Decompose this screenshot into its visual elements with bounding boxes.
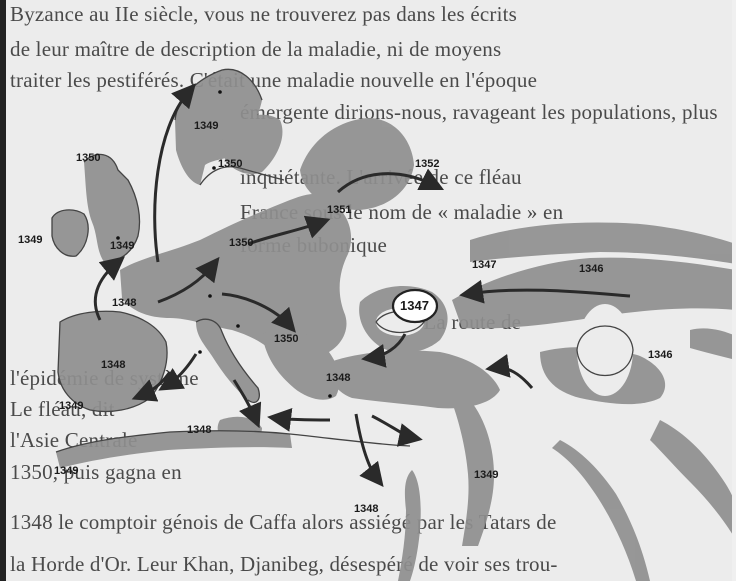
arrow-steppe-to-caffa xyxy=(459,279,631,304)
region-nile xyxy=(398,470,421,581)
year-caffa-east: 1347 xyxy=(472,259,497,271)
year-central: 1350 xyxy=(274,333,299,345)
city-dot xyxy=(376,360,380,364)
spread-arrows xyxy=(93,83,631,488)
arrow-sardinia xyxy=(131,371,172,402)
year-steppe: 1346 xyxy=(579,263,604,275)
city-dot xyxy=(212,166,216,170)
region-sweden xyxy=(222,114,283,175)
region-ireland xyxy=(52,209,89,257)
city-dot xyxy=(116,236,120,240)
arrow-persia-to-black-sea xyxy=(485,354,534,389)
region-scandinavia xyxy=(175,69,262,185)
year-egypt: 1348 xyxy=(354,503,379,515)
arrow-to-britain xyxy=(93,256,125,321)
arrow-to-russia xyxy=(336,168,445,194)
region-red-sea xyxy=(552,440,650,581)
region-gulf xyxy=(690,328,736,360)
city-dot xyxy=(328,394,332,398)
region-arabia-east xyxy=(650,420,736,540)
year-spain: 1349 xyxy=(59,400,84,412)
year-levant: 1349 xyxy=(474,469,499,481)
background-text-line: Byzance au IIe siècle, vous ne trouverez… xyxy=(10,2,518,26)
coast-mediterranean xyxy=(55,430,411,453)
caspian-sea xyxy=(577,304,633,396)
year-sweden: 1350 xyxy=(218,158,243,170)
arrow-italy-west xyxy=(158,353,198,391)
region-italy xyxy=(196,319,260,403)
arrow-from-caffa-west xyxy=(361,333,407,368)
arrow-to-levant xyxy=(371,414,423,447)
city-dot xyxy=(218,90,222,94)
region-anatolia xyxy=(329,350,500,409)
year-norway: 1349 xyxy=(194,120,219,132)
arrow-italy-south xyxy=(232,379,262,429)
region-balkans xyxy=(262,329,340,400)
caffa-circle xyxy=(391,288,439,324)
city-dot xyxy=(438,186,442,190)
region-steppe-north xyxy=(470,222,736,264)
background-text-line: de leur maître de description de la mala… xyxy=(10,37,502,61)
coast-italy xyxy=(195,318,260,403)
city-dot xyxy=(208,294,212,298)
year-ireland: 1349 xyxy=(18,234,43,246)
coast-caspian xyxy=(576,325,634,376)
coast-black-sea xyxy=(375,310,425,334)
year-scotland: 1350 xyxy=(76,152,101,164)
arrow-to-norway xyxy=(153,83,196,263)
background-text-line: traiter les pestiférés. C'était une mala… xyxy=(10,68,538,92)
arrow-to-central xyxy=(221,292,296,333)
year-caspian: 1346 xyxy=(648,349,673,361)
region-central-europe xyxy=(263,224,321,315)
year-balkans: 1348 xyxy=(326,372,351,384)
year-england: 1349 xyxy=(110,240,135,252)
year-africa-west: 1349 xyxy=(54,465,79,477)
arrow-to-egypt xyxy=(354,413,384,488)
region-russia xyxy=(300,118,414,210)
region-levant xyxy=(454,400,494,546)
background-text-line: la Horde d'Or. Leur Khan, Djanibeg, dése… xyxy=(10,552,558,576)
infected-regions xyxy=(52,69,736,581)
year-france: 1348 xyxy=(112,297,137,309)
arrow-greece-west xyxy=(267,407,331,432)
year-italy: 1348 xyxy=(187,424,212,436)
arrow-to-germany xyxy=(157,256,220,304)
coast-ireland xyxy=(51,209,89,257)
coast-baltic xyxy=(199,166,285,186)
year-germany: 1350 xyxy=(229,237,254,249)
arrow-to-baltic xyxy=(247,215,331,246)
city-dot xyxy=(236,324,240,328)
region-british-isles xyxy=(84,154,140,262)
background-text-line: 1350, puis gagna en xyxy=(10,460,182,484)
year-russia: 1352 xyxy=(415,158,440,170)
coast-britain xyxy=(83,153,141,263)
background-text-line: émergente dirions-nous, ravageant les po… xyxy=(240,100,718,124)
coastlines xyxy=(51,68,634,453)
year-caffa: 1347 xyxy=(400,298,429,313)
year-iberia: 1348 xyxy=(101,359,126,371)
city-dot xyxy=(198,350,202,354)
year-baltic: 1351 xyxy=(327,204,352,216)
